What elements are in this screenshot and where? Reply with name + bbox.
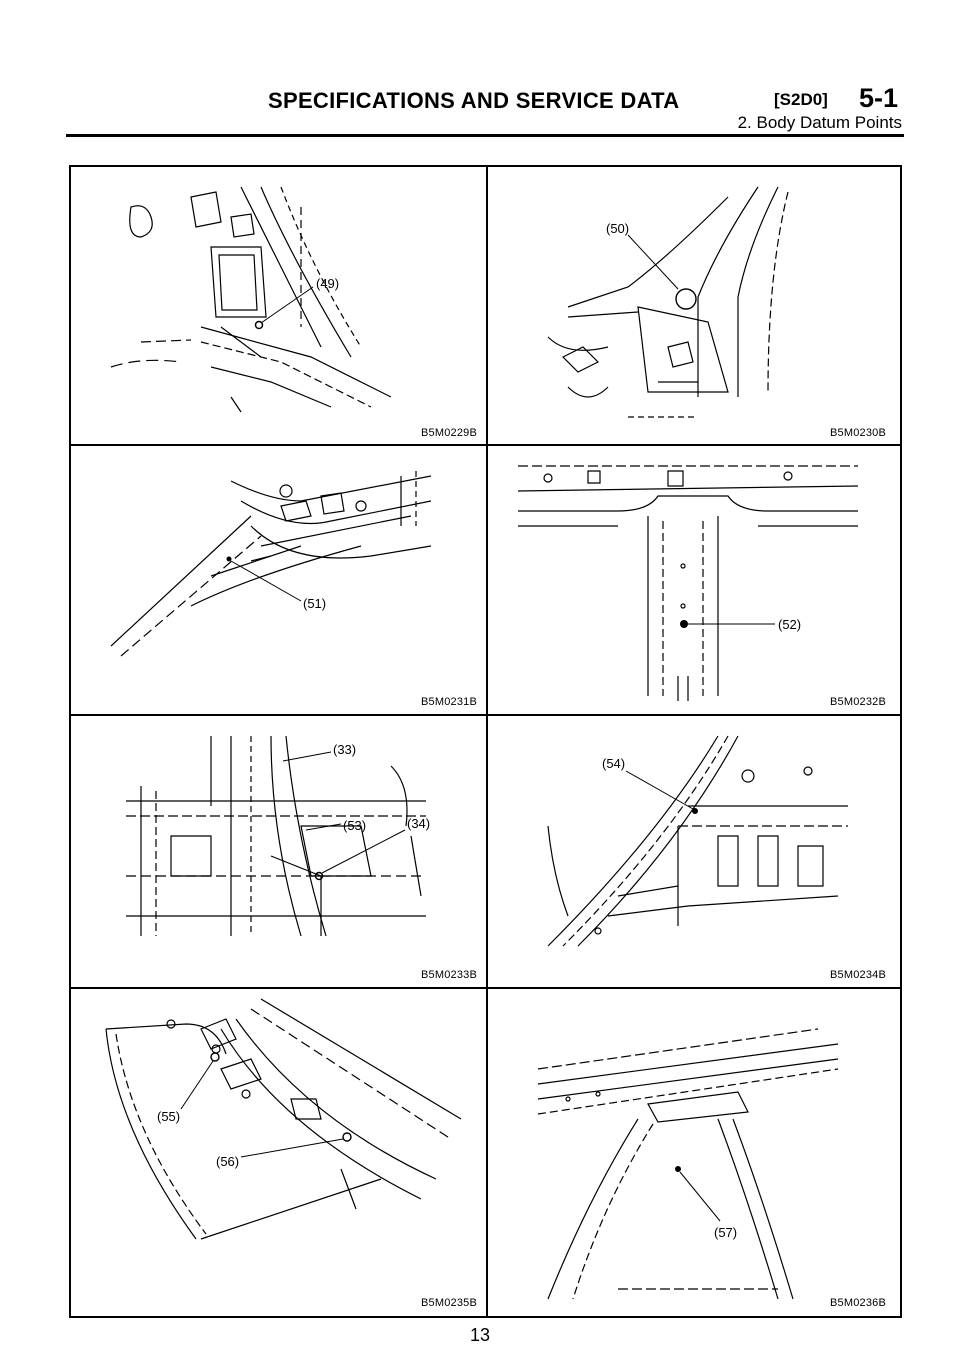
callout-label: (52) — [778, 617, 801, 632]
figure-b5m0231b: (51) B5M0231B — [71, 446, 486, 714]
figure-caption: B5M0234B — [830, 969, 887, 981]
figure-illustration: (49) — [110, 186, 392, 413]
figure-illustration: (50) — [547, 186, 789, 418]
callout-label: (50) — [606, 221, 629, 236]
figure-b5m0229b: (49) B5M0229B — [71, 167, 486, 444]
figure-caption: B5M0236B — [830, 1297, 887, 1309]
section-code: [S2D0] — [774, 90, 828, 109]
figure-illustration: (51) — [110, 471, 432, 657]
figure-grid: (49) B5M0229B (50) B5M023 — [69, 165, 902, 1318]
callout-label: (57) — [714, 1225, 737, 1240]
figure-caption: B5M0231B — [421, 696, 478, 708]
callout-label: (56) — [216, 1154, 239, 1169]
callout-label: (51) — [303, 596, 326, 611]
figure-b5m0236b: (57) B5M0236B — [488, 989, 900, 1316]
figure-illustration: (55) (56) — [105, 998, 462, 1240]
figure-caption: B5M0230B — [830, 427, 887, 439]
callout-label: (33) — [333, 742, 356, 757]
grid-divider-row2 — [71, 714, 900, 716]
page-subtitle: 2. Body Datum Points — [737, 113, 902, 132]
callout-label: (54) — [602, 756, 625, 771]
figure-illustration: (57) — [537, 1028, 839, 1300]
header-rule — [66, 134, 904, 137]
figure-caption: B5M0232B — [830, 696, 887, 708]
figure-caption: B5M0233B — [421, 969, 478, 981]
page-title: SPECIFICATIONS AND SERVICE DATA — [268, 88, 680, 113]
figure-caption: B5M0229B — [421, 427, 478, 439]
section-number: 5-1 — [859, 83, 899, 113]
figure-b5m0230b: (50) B5M0230B — [488, 167, 900, 444]
callout-label: (49) — [316, 276, 339, 291]
figure-b5m0232b: (52) B5M0232B — [488, 446, 900, 714]
figure-b5m0234b: (54) B5M0234B — [488, 716, 900, 987]
figure-b5m0235b: (55) (56) B5M0235B — [71, 989, 486, 1316]
figure-caption: B5M0235B — [421, 1297, 478, 1309]
figure-illustration: (54) — [547, 735, 848, 947]
grid-divider-row3 — [71, 987, 900, 989]
callout-label: (55) — [157, 1109, 180, 1124]
grid-divider-vertical — [486, 167, 488, 1316]
figure-b5m0233b: (33) (53) (34) B5M0233B — [71, 716, 486, 987]
callout-label: (53) — [343, 818, 366, 833]
page-header: SPECIFICATIONS AND SERVICE DATA [S2D0] 5… — [0, 0, 960, 140]
figure-illustration: (33) (53) (34) — [126, 735, 430, 937]
page-number: 13 — [469, 1325, 491, 1345]
callout-label: (34) — [407, 816, 430, 831]
figure-illustration: (52) — [517, 465, 859, 701]
grid-divider-row1 — [71, 444, 900, 446]
